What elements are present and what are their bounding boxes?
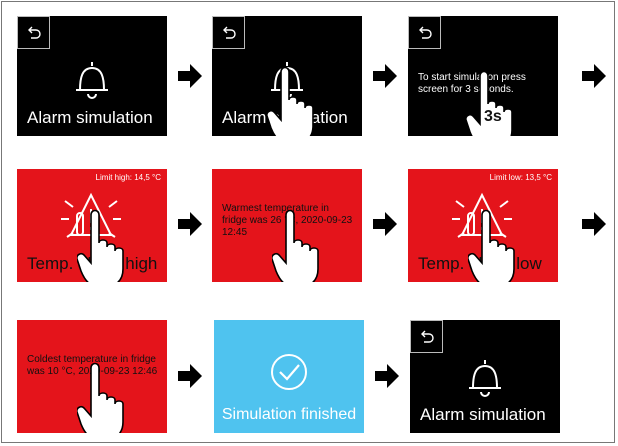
hand-pointer-icon [272, 209, 319, 282]
limit-high-text: Limit high: 14,5 °C [95, 173, 161, 182]
instruction-message: To start simulation press screen for 3 s… [418, 72, 526, 95]
screen-label: Alarm simulation [27, 108, 153, 127]
back-icon [421, 330, 434, 343]
back-button[interactable] [408, 16, 441, 49]
hand-pointer-icon [77, 209, 124, 282]
hand-pointer-icon [267, 66, 314, 136]
hand-pointer-icon [468, 209, 515, 282]
arrow-right-icon [178, 364, 202, 388]
screen-coldest-temperature[interactable]: Coldest temperature in fridge was 10 °C,… [17, 320, 167, 433]
screen-start-simulation[interactable]: To start simulation press screen for 3 s… [408, 16, 558, 136]
bell-icon [76, 62, 108, 99]
screen-label: Simulation finished [221, 406, 357, 423]
arrow-right-icon [582, 212, 606, 236]
screen-temp-alarm-low[interactable]: Limit low: 13,5 °C Temp. alarm low [408, 169, 558, 282]
bell-icon [469, 360, 501, 397]
screen-warmest-temperature[interactable]: Warmest temperature in fridge was 26 °C,… [212, 169, 362, 282]
arrow-right-icon [178, 64, 202, 88]
arrow-right-icon [582, 64, 606, 88]
back-icon [419, 26, 432, 39]
back-icon [28, 26, 41, 39]
hold-timer: 3s [484, 108, 502, 125]
screen-alarm-simulation-press[interactable]: Alarm simulation [212, 16, 362, 136]
screen-label: Alarm simulation [420, 405, 546, 424]
back-button[interactable] [410, 320, 443, 353]
back-icon [223, 26, 236, 39]
checkmark-icon [271, 354, 307, 390]
arrow-right-icon [373, 64, 397, 88]
back-button[interactable] [212, 16, 245, 49]
arrow-right-icon [375, 364, 399, 388]
screen-alarm-simulation-return[interactable]: Alarm simulation [410, 320, 560, 433]
arrow-right-icon [373, 212, 397, 236]
screen-simulation-finished[interactable]: Simulation finished [214, 320, 364, 433]
back-button[interactable] [17, 16, 50, 49]
hand-pointer-icon [466, 70, 513, 136]
limit-low-text: Limit low: 13,5 °C [489, 173, 552, 182]
hand-pointer-icon [77, 362, 124, 433]
screen-temp-alarm-high[interactable]: Limit high: 14,5 °C Temp. alarm high [17, 169, 167, 282]
arrow-right-icon [178, 212, 202, 236]
screen-alarm-simulation[interactable]: Alarm simulation [17, 16, 167, 136]
